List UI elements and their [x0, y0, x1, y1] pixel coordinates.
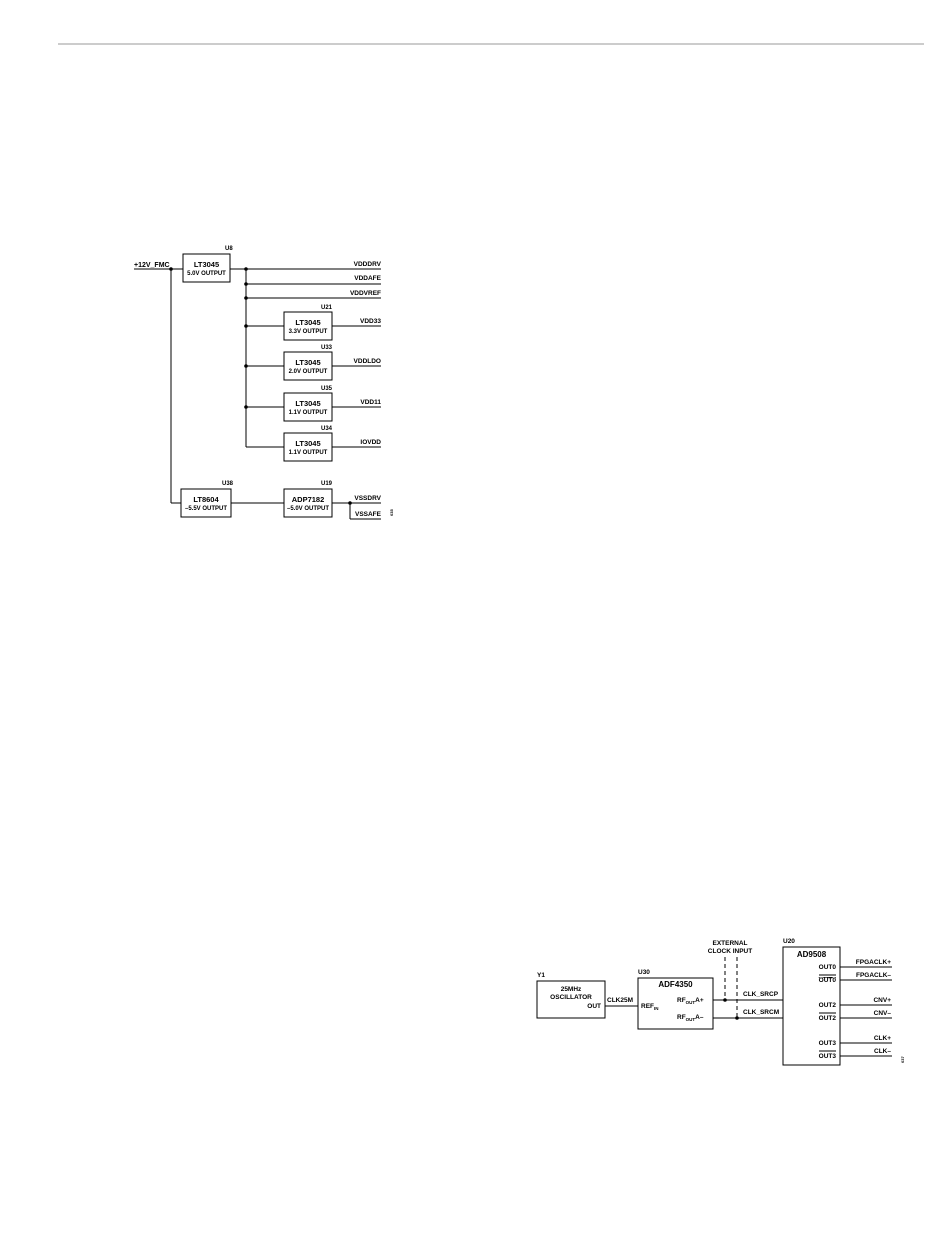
u33-ref: U33	[321, 345, 333, 351]
u20-out3-bar-pin: OUT3	[819, 1053, 837, 1060]
u19-ref: U19	[321, 481, 333, 487]
vddvref-label: VDDVREF	[350, 290, 381, 297]
vddldo-label: VDDLDO	[354, 358, 381, 365]
u8-part: LT3045	[194, 260, 219, 269]
external-clock-line1: EXTERNAL	[712, 940, 747, 947]
u20-out2-bar-pin: OUT2	[819, 1015, 837, 1022]
vdddrv-label: VDDDRV	[354, 261, 382, 268]
u8-box	[182, 253, 231, 283]
u20-box	[782, 946, 841, 1066]
clk-srcp-junction	[723, 998, 727, 1002]
cnv-m-label: CNV–	[874, 1010, 892, 1017]
u33-box	[283, 351, 333, 381]
y1-box	[536, 980, 606, 1019]
u34-ref: U34	[321, 426, 333, 432]
clk25m-label: CLK25M	[607, 997, 633, 1004]
y1-line2: OSCILLATOR	[550, 994, 592, 1001]
fpgaclk-m-label: FPGACLK–	[856, 972, 891, 979]
u35-box	[283, 392, 333, 422]
clk-srcm-junction	[735, 1016, 739, 1020]
u21-part: LT3045	[295, 318, 320, 327]
u38-output: –5.5V OUTPUT	[185, 506, 227, 512]
vssdrv-label: VSSDRV	[354, 495, 381, 502]
u21-ref: U21	[321, 305, 333, 311]
u19-box	[283, 488, 333, 518]
y1-line1: 25MHz	[561, 986, 582, 993]
u33-part: LT3045	[295, 358, 320, 367]
clk-p-label: CLK+	[874, 1035, 891, 1042]
u20-part: AD9508	[797, 950, 827, 959]
y1-out-pin: OUT	[587, 1003, 601, 1010]
u20-out0-pin: OUT0	[819, 964, 837, 971]
vdd11-label: VDD11	[360, 399, 381, 406]
u30-rfouta-plus-pin: RFOUTA+	[677, 997, 704, 1005]
vddafe-label: VDDAFE	[354, 275, 381, 282]
power-figure-id: 035	[389, 509, 394, 516]
clk-srcp-label: CLK_SRCP	[743, 991, 779, 998]
u35-output: 1.1V OUTPUT	[289, 410, 328, 416]
u34-output: 1.1V OUTPUT	[289, 450, 328, 456]
u34-part: LT3045	[295, 439, 320, 448]
u38-ref: U38	[222, 481, 234, 487]
u35-ref: U35	[321, 386, 333, 392]
u35-part: LT3045	[295, 399, 320, 408]
clock-tree-diagram: Y1 25MHz OSCILLATOR OUT CLK25M U30 ADF43…	[536, 938, 905, 1066]
vdd33-label: VDD33	[360, 318, 381, 325]
u30-rfouta-minus-pin: RFOUTA–	[677, 1014, 704, 1022]
bus-junction-6	[244, 405, 248, 409]
iovdd-label: IOVDD	[360, 439, 381, 446]
input-label: +12V_FMC	[134, 262, 170, 269]
vssafe-label: VSSAFE	[355, 511, 382, 518]
u38-box	[180, 488, 232, 518]
u8-output: 5.0V OUTPUT	[187, 271, 226, 277]
bus-junction-4	[244, 324, 248, 328]
u30-part: ADF4350	[658, 980, 693, 989]
u20-ref: U20	[783, 938, 795, 945]
u19-output: –5.0V OUTPUT	[287, 506, 329, 512]
u30-box	[637, 977, 714, 1030]
fpgaclk-p-label: FPGACLK+	[856, 959, 891, 966]
u21-output: 3.3V OUTPUT	[289, 329, 328, 335]
bus-junction-3	[244, 296, 248, 300]
clock-figure-id: 037	[900, 1056, 905, 1063]
u20-out0-bar-pin: OUT0	[819, 977, 837, 984]
power-tree-diagram: +12V_FMC U8 LT3045 5.0V OUTPUT VDDDRV VD…	[134, 246, 394, 520]
cnv-p-label: CNV+	[873, 997, 891, 1004]
u38-part: LT8604	[193, 495, 219, 504]
u8-ref: U8	[225, 246, 233, 252]
external-clock-line2: CLOCK INPUT	[708, 948, 752, 955]
u30-refin-pin: REFIN	[641, 1003, 659, 1011]
u21-box	[283, 311, 333, 341]
y1-ref: Y1	[537, 972, 545, 979]
bus-junction-5	[244, 364, 248, 368]
u19-part: ADP7182	[292, 495, 325, 504]
clk-srcm-label: CLK_SRCM	[743, 1009, 779, 1016]
bus-junction-2	[244, 282, 248, 286]
u33-output: 2.0V OUTPUT	[289, 369, 328, 375]
u20-out2-pin: OUT2	[819, 1002, 837, 1009]
u20-out3-pin: OUT3	[819, 1040, 837, 1047]
u30-ref: U30	[638, 969, 650, 976]
clk-m-label: CLK–	[874, 1048, 891, 1055]
